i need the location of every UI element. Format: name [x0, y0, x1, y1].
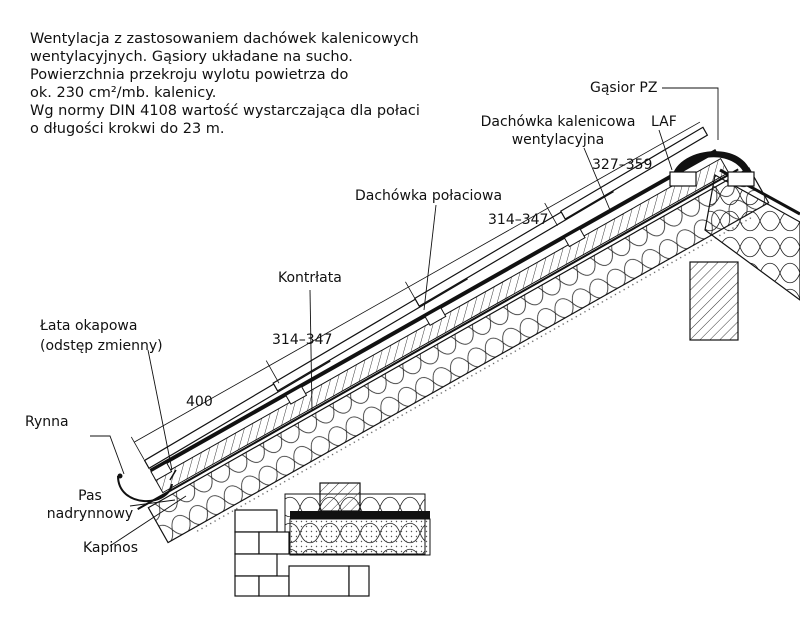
fascia-label: Kapinos — [83, 540, 139, 556]
description-line: Wg normy DIN 4108 wartość wystarczająca … — [30, 103, 420, 119]
battens — [150, 228, 586, 482]
drip-edge-label-1: Pas — [78, 488, 102, 504]
description-line: ok. 230 cm²/mb. kalenicy. — [30, 85, 217, 101]
counter-batten-band — [154, 157, 730, 494]
roof-tiles — [143, 126, 718, 473]
leader-lines — [90, 87, 719, 547]
description-line: wentylacyjnych. Gąsiory układane na such… — [30, 49, 353, 65]
ridge-tile — [669, 151, 755, 187]
description-line: Wentylacja z zastosowaniem dachówek kale… — [30, 31, 419, 47]
ridge-beam — [689, 261, 739, 341]
eaves-batten-label-1: Łata okapowa — [40, 318, 138, 334]
gutter-label: Rynna — [25, 414, 69, 430]
rafter — [147, 167, 770, 544]
vent-tile-label-1: Dachówka kalenicowa — [480, 114, 636, 130]
description-line: o długości krokwi do 23 m. — [30, 121, 225, 137]
dimension-span-ridge: 327–359 — [592, 157, 653, 173]
roof-tile-label: Dachówka połaciowa — [355, 188, 503, 204]
laf-label: LAF — [651, 114, 677, 130]
underlay-membrane — [137, 168, 739, 511]
dimension-span-upper: 314–347 — [488, 212, 549, 228]
dimension-span-lower: 314–347 — [272, 332, 333, 348]
roof-slope — [130, 121, 770, 544]
vent-tile-label-2: wentylacyjna — [511, 132, 605, 148]
description-text: Wentylacja z zastosowaniem dachówek kale… — [30, 30, 470, 138]
description-line: Powierzchnia przekroju wylotu powietrza … — [30, 67, 349, 83]
counter-batten-label: Kontrłata — [278, 270, 342, 286]
eaves-batten-label-2: (odstęp zmienny) — [40, 338, 163, 354]
dimension-eaves: 400 — [186, 394, 213, 410]
gutter — [117, 469, 177, 503]
ridge-tile-label: Gąsior PZ — [590, 80, 658, 96]
drip-edge-label-2: nadrynnowy — [46, 506, 134, 522]
wall-section — [234, 482, 431, 597]
